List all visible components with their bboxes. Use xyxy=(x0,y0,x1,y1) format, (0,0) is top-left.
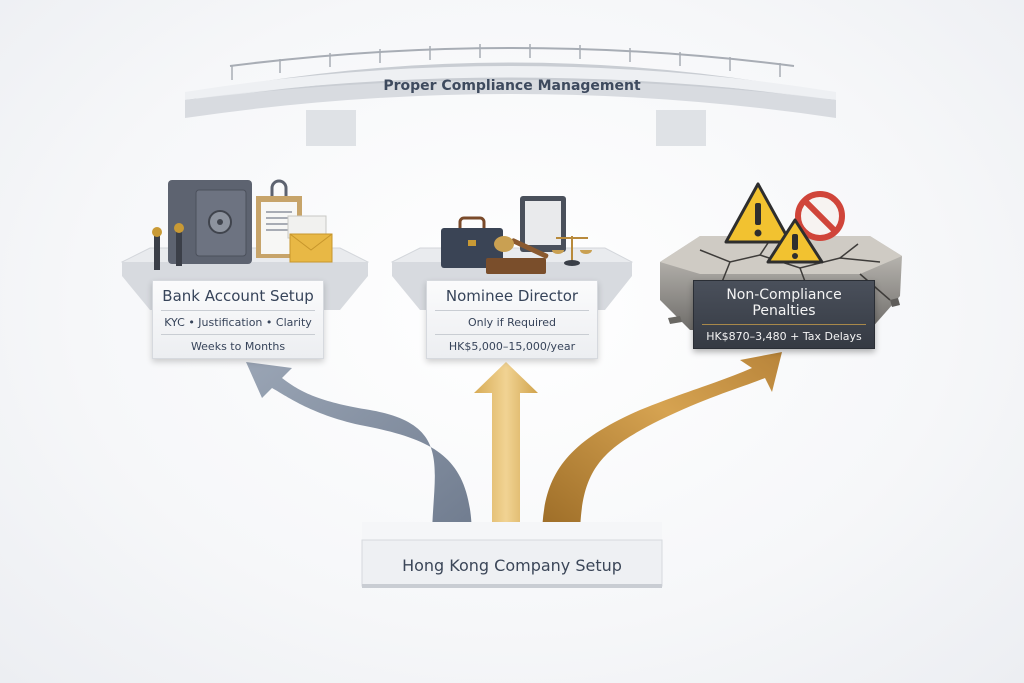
bridge-pillar xyxy=(306,110,356,146)
scales-icon xyxy=(552,236,592,266)
warning-icon xyxy=(724,182,792,244)
base-platform xyxy=(361,522,663,588)
bridge xyxy=(185,44,836,146)
gavel-icon xyxy=(486,236,549,274)
bridge-label: Proper Compliance Management xyxy=(383,78,641,94)
bridge-pillar xyxy=(656,110,706,146)
penalties-card-title: Non-Compliance Penalties xyxy=(702,281,866,325)
nominee-card-condition: Only if Required xyxy=(435,311,589,335)
nominee-card-title: Nominee Director xyxy=(435,281,589,311)
penalties-card-amount: HK$870–3,480 + Tax Delays xyxy=(706,330,862,343)
warning-icon xyxy=(766,218,824,264)
prohibited-icon xyxy=(795,191,845,241)
bank-card-requirements: KYC • Justification • Clarity xyxy=(161,311,315,335)
bridge-railing xyxy=(229,47,795,67)
monitor-icon xyxy=(520,196,566,252)
penalties-card: Non-Compliance Penalties HK$870–3,480 + … xyxy=(693,280,875,349)
nominee-card-cost: HK$5,000–15,000/year xyxy=(448,340,576,353)
bank-card-title: Bank Account Setup xyxy=(161,281,315,311)
briefcase-icon xyxy=(441,216,503,268)
arrow-to-bank xyxy=(246,362,472,540)
bank-card-duration: Weeks to Months xyxy=(190,340,286,353)
barrier-post-icon xyxy=(152,223,184,270)
envelope-icon xyxy=(287,215,333,263)
arrow-to-penalties xyxy=(542,352,782,540)
bank-account-card: Bank Account Setup KYC • Justification •… xyxy=(152,280,324,359)
nominee-director-card: Nominee Director Only if Required HK$5,0… xyxy=(426,280,598,359)
base-label: Hong Kong Company Setup xyxy=(402,556,622,575)
safe-icon xyxy=(168,180,252,264)
arrow-to-nominee xyxy=(474,362,538,540)
